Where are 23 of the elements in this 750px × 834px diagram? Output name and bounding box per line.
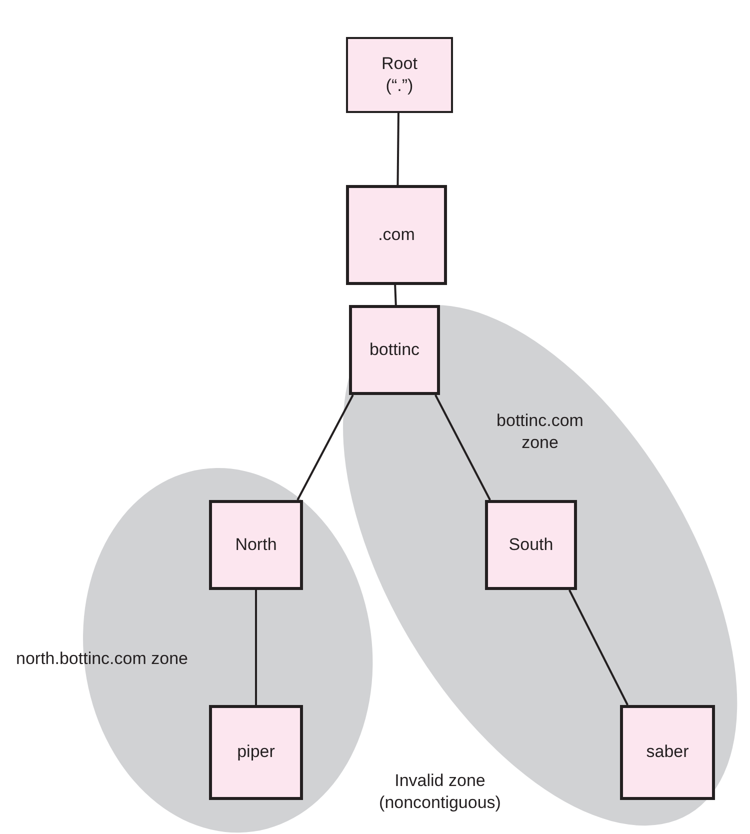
domain-box bbox=[209, 705, 303, 800]
domain-box bbox=[209, 500, 303, 590]
domain-name: .com bbox=[378, 224, 415, 246]
domain-name: piper bbox=[237, 741, 275, 764]
connector-line bbox=[568, 590, 628, 706]
zone-label: north.bottinc.com zone bbox=[15, 648, 189, 670]
connector-line bbox=[396, 112, 400, 186]
domain-box bbox=[346, 37, 453, 113]
zone-label: bottinc.com zone bbox=[496, 410, 584, 454]
domain-name: North bbox=[235, 534, 277, 556]
connector-line bbox=[394, 284, 397, 306]
connector-line bbox=[255, 590, 257, 705]
domain-box bbox=[346, 185, 447, 285]
domain-box bbox=[485, 500, 577, 590]
domain-box bbox=[349, 305, 440, 395]
domain-name: bottinc bbox=[369, 338, 420, 361]
domain-name: saber bbox=[646, 741, 689, 764]
connector-line bbox=[434, 394, 491, 500]
note-text: Invalid zone (noncontiguous) bbox=[378, 770, 502, 814]
domain-name: Root (“.”) bbox=[380, 52, 418, 97]
connector-line bbox=[296, 394, 354, 500]
domain-box bbox=[620, 705, 715, 800]
domain-name: South bbox=[508, 534, 554, 556]
